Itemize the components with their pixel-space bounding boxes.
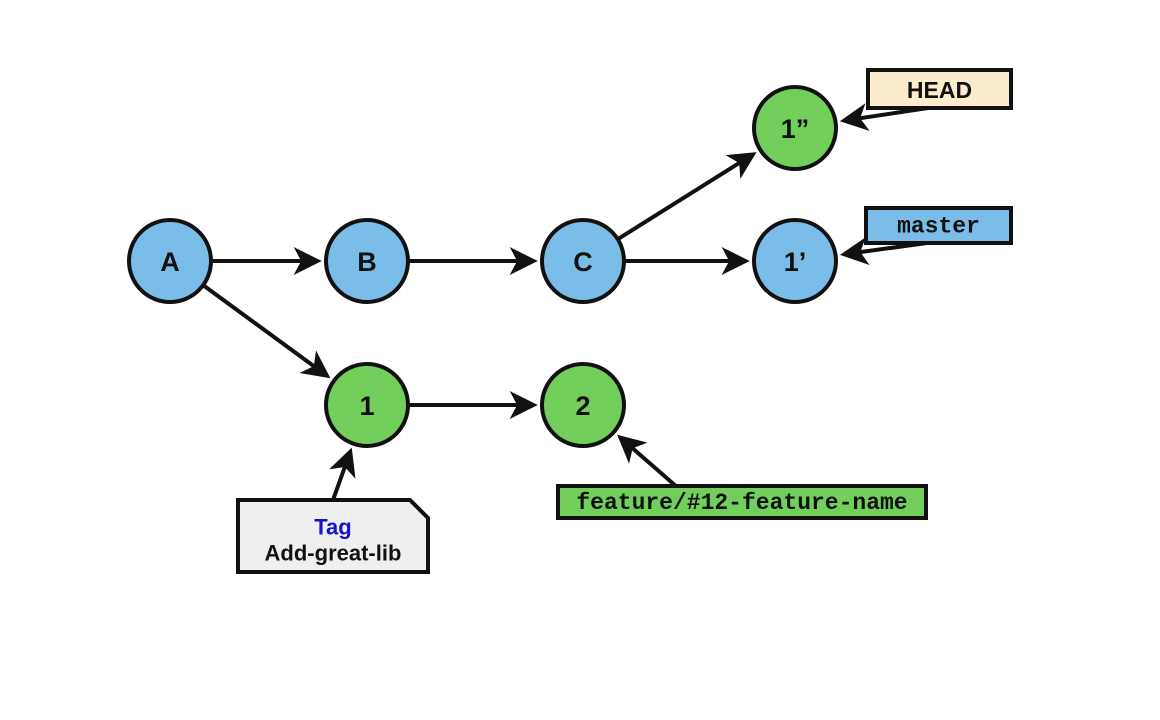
commit-node-B-label: B: [357, 247, 377, 277]
edge-a-to-1: [202, 284, 331, 379]
commit-node-1pp[interactable]: 1”: [752, 85, 838, 171]
feature-branch-ref[interactable]: feature/#12-feature-name: [556, 484, 928, 520]
commit-node-1p[interactable]: 1’: [752, 218, 838, 304]
commit-node-1-label: 1: [359, 391, 374, 421]
commit-node-B[interactable]: B: [324, 218, 410, 304]
commit-node-A[interactable]: A: [127, 218, 213, 304]
commit-node-C-label: C: [573, 247, 593, 277]
commit-node-1p-label: 1’: [784, 247, 807, 277]
feature-branch-ref-box: [556, 484, 928, 520]
tag-callout-text: Add-great-lib: [265, 541, 402, 566]
head-ref-box: [866, 68, 1013, 110]
commit-node-1pp-label: 1”: [781, 114, 810, 144]
commit-nodes-layer: A B C 1” 1’ 1 2: [127, 85, 838, 448]
head-ref-connector: [839, 103, 929, 131]
edge-c-to-1pp: [617, 152, 757, 241]
tag-callout-connector: [329, 447, 356, 501]
commit-node-C[interactable]: C: [540, 218, 626, 304]
commit-node-1[interactable]: 1: [324, 362, 410, 448]
head-ref[interactable]: HEAD: [866, 68, 1013, 110]
edges-layer: [202, 152, 757, 419]
feature-branch-ref-label: feature/#12-feature-name: [576, 490, 907, 516]
head-ref-label: HEAD: [907, 77, 972, 103]
master-ref[interactable]: master: [864, 206, 1013, 245]
commit-node-1-circle: [324, 362, 410, 448]
commit-node-A-circle: [127, 218, 213, 304]
master-ref-box: [864, 206, 1013, 245]
commit-node-2[interactable]: 2: [540, 362, 626, 448]
tag-callout-box: [236, 498, 430, 574]
commit-node-1pp-circle: [752, 85, 838, 171]
commit-node-2-circle: [540, 362, 626, 448]
commit-node-A-label: A: [160, 247, 180, 277]
commit-node-C-circle: [540, 218, 626, 304]
refs-layer: HEADmasterfeature/#12-feature-nameTagAdd…: [236, 68, 1013, 574]
tag-callout-title: Tag: [314, 515, 351, 540]
master-ref-label: master: [897, 214, 980, 240]
commit-node-2-label: 2: [575, 391, 590, 421]
commit-node-1p-circle: [752, 218, 838, 304]
commit-node-B-circle: [324, 218, 410, 304]
